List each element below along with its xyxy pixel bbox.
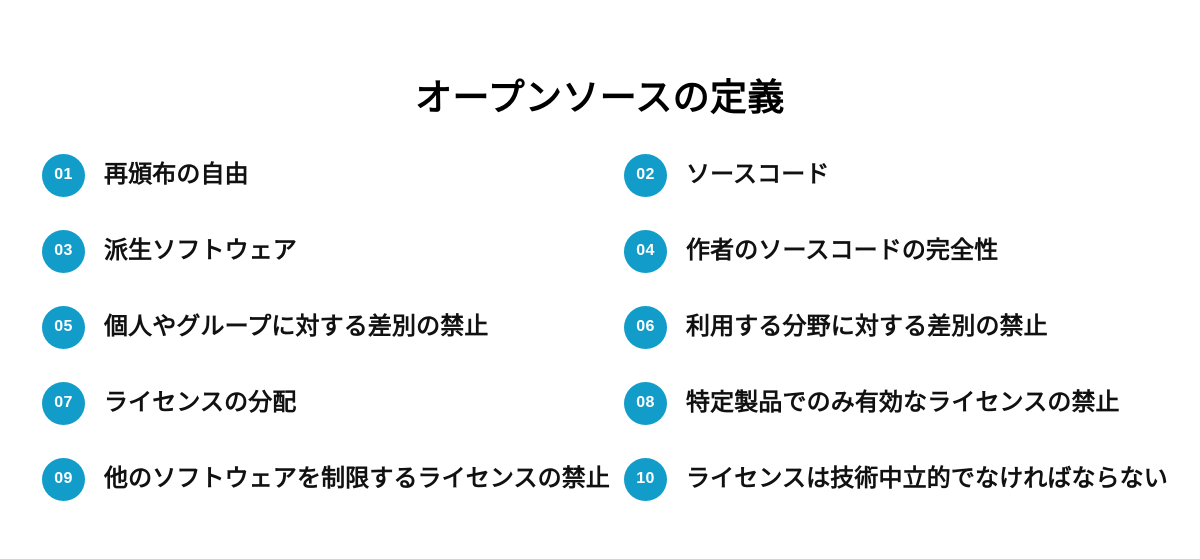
page-title-container: オープンソースの定義 — [0, 52, 1200, 144]
list-item-label: 特定製品でのみ有効なライセンスの禁止 — [686, 389, 1120, 416]
list-item-label: 利用する分野に対する差別の禁止 — [686, 313, 1048, 340]
list-item-08[interactable]: 08 特定製品でのみ有効なライセンスの禁止 — [591, 380, 1200, 426]
number-badge: 04 — [624, 229, 667, 273]
list-row: 03 派生ソフトウェア 04 作者のソースコードの完全性 — [0, 228, 1200, 304]
number-badge: 06 — [624, 305, 667, 349]
list-item-label: 再頒布の自由 — [104, 161, 249, 188]
number-badge: 01 — [42, 153, 85, 197]
number-badge: 08 — [624, 381, 667, 425]
list-item-07[interactable]: 07 ライセンスの分配 — [0, 380, 591, 426]
list-row: 01 再頒布の自由 02 ソースコード — [0, 152, 1200, 228]
number-badge: 07 — [42, 381, 85, 425]
list-row: 05 個人やグループに対する差別の禁止 06 利用する分野に対する差別の禁止 — [0, 304, 1200, 380]
list-item-04[interactable]: 04 作者のソースコードの完全性 — [591, 228, 1200, 274]
number-badge: 10 — [624, 457, 667, 501]
list-item-label: ライセンスの分配 — [104, 389, 297, 416]
number-badge: 03 — [42, 229, 85, 273]
list-item-06[interactable]: 06 利用する分野に対する差別の禁止 — [591, 304, 1200, 350]
list-item-label: ライセンスは技術中立的でなければならない — [686, 465, 1168, 492]
list-item-09[interactable]: 09 他のソフトウェアを制限するライセンスの禁止 — [0, 456, 610, 502]
list-row: 09 他のソフトウェアを制限するライセンスの禁止 10 ライセンスは技術中立的で… — [0, 456, 1200, 532]
list-row: 07 ライセンスの分配 08 特定製品でのみ有効なライセンスの禁止 — [0, 380, 1200, 456]
number-badge: 09 — [42, 457, 85, 501]
list-item-label: 他のソフトウェアを制限するライセンスの禁止 — [104, 465, 611, 492]
list-item-02[interactable]: 02 ソースコード — [591, 152, 1200, 198]
list-item-10[interactable]: 10 ライセンスは技術中立的でなければならない — [591, 456, 1200, 502]
list-item-label: 作者のソースコードの完全性 — [686, 237, 999, 264]
definition-list: 01 再頒布の自由 02 ソースコード 03 派生ソフトウェア 04 作者のソー… — [0, 152, 1200, 532]
page-title: オープンソースの定義 — [415, 76, 785, 118]
number-badge: 05 — [42, 305, 85, 349]
list-item-05[interactable]: 05 個人やグループに対する差別の禁止 — [0, 304, 591, 350]
list-item-label: 派生ソフトウェア — [104, 237, 297, 264]
list-item-01[interactable]: 01 再頒布の自由 — [0, 152, 591, 198]
list-item-03[interactable]: 03 派生ソフトウェア — [0, 228, 591, 274]
number-badge: 02 — [624, 153, 667, 197]
list-item-label: 個人やグループに対する差別の禁止 — [104, 313, 489, 340]
list-item-label: ソースコード — [686, 161, 830, 188]
